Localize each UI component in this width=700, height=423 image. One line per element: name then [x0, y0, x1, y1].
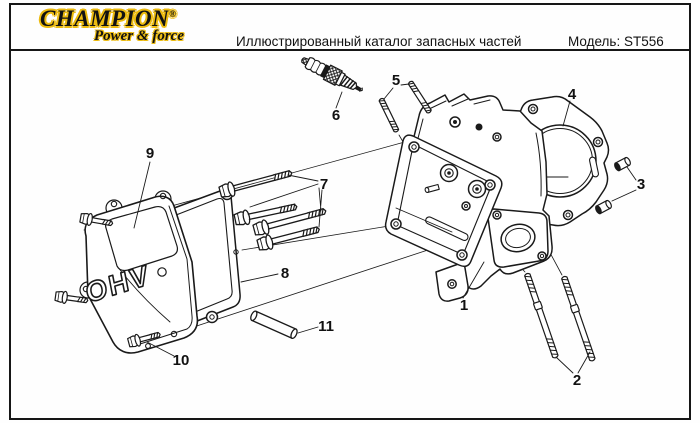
cylinder-studs-drawing — [522, 271, 597, 363]
registered-trademark-icon: ® — [169, 9, 176, 19]
callout-1: 1 — [460, 297, 468, 314]
catalog-title: Иллюстрированный каталог запасных частей — [236, 34, 522, 49]
model-number: Модель: ST556 — [568, 34, 664, 49]
header-divider — [11, 49, 691, 51]
brand-tagline: Power & force — [94, 28, 184, 44]
callout-7: 7 — [320, 176, 328, 193]
leader-lines — [133, 83, 637, 374]
brand-logo: CHAMPION® — [40, 6, 176, 32]
callout-9: 9 — [146, 145, 154, 162]
callout-11: 11 — [318, 318, 334, 335]
page-border — [9, 3, 691, 420]
cylinder-head-drawing — [384, 93, 553, 302]
callout-5: 5 — [392, 72, 400, 89]
callout-6: 6 — [332, 107, 340, 124]
callout-8: 8 — [281, 265, 289, 282]
callout-2: 2 — [573, 372, 581, 389]
rocker-pin-drawing — [250, 310, 298, 340]
callout-10: 10 — [173, 352, 190, 369]
spark-plug-drawing — [301, 57, 363, 92]
valve-cover-drawing: OHV — [79, 190, 199, 354]
callout-3: 3 — [637, 176, 645, 193]
brand-name: CHAMPION — [40, 6, 170, 31]
callout-4: 4 — [568, 86, 577, 103]
